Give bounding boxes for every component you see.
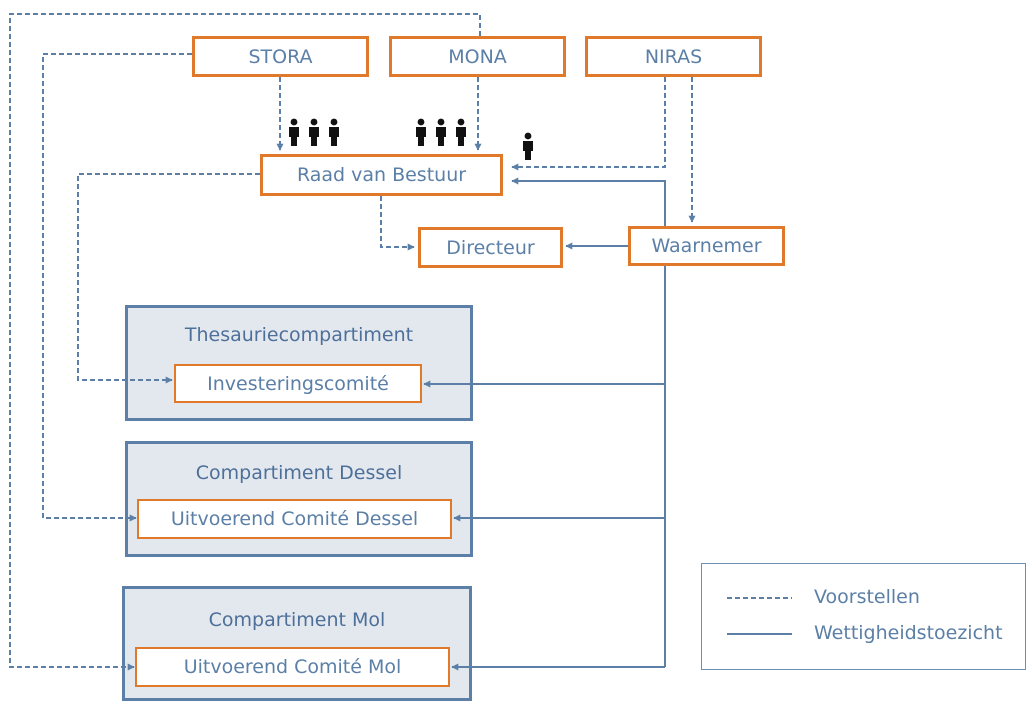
director-box: Directeur <box>418 227 563 268</box>
observer-box: Waarnemer <box>628 226 785 266</box>
legend-line-samples <box>727 597 792 635</box>
person-icon <box>416 118 426 146</box>
person-icon <box>329 118 339 146</box>
dashed-niras-to-board <box>511 77 666 171</box>
dashed-stora-to-dessel <box>42 53 192 522</box>
person-icon <box>456 118 466 146</box>
board-box: Raad van Bestuur <box>260 154 503 196</box>
compartment-mol-title: Compartiment Mol <box>208 609 386 631</box>
niras-box: NIRAS <box>585 36 762 77</box>
person-icon <box>436 118 446 146</box>
legend-dashed-label: Voorstellen <box>814 586 920 608</box>
investment-committee-box: Investeringscomité <box>174 364 422 403</box>
dashed-board-to-director <box>380 196 415 251</box>
mol-committee-box: Uitvoerend Comité Mol <box>135 647 450 687</box>
compartment-thesaurie-title: Thesauriecompartiment <box>184 324 414 346</box>
compartment-dessel-title: Compartiment Dessel <box>195 462 403 484</box>
legend: Voorstellen Wettigheidstoezicht <box>701 563 1026 670</box>
dashed-top-to-mol <box>9 13 481 671</box>
person-icon <box>289 118 299 146</box>
stora-box: STORA <box>192 36 369 77</box>
solid-to-board <box>511 177 666 226</box>
person-icon <box>309 118 319 146</box>
dessel-committee-box: Uitvoerend Comité Dessel <box>137 499 452 539</box>
dashed-board-to-investment <box>77 173 260 384</box>
mona-box: MONA <box>389 36 566 77</box>
person-icon <box>523 132 533 160</box>
legend-solid-label: Wettigheidstoezicht <box>814 622 1003 644</box>
